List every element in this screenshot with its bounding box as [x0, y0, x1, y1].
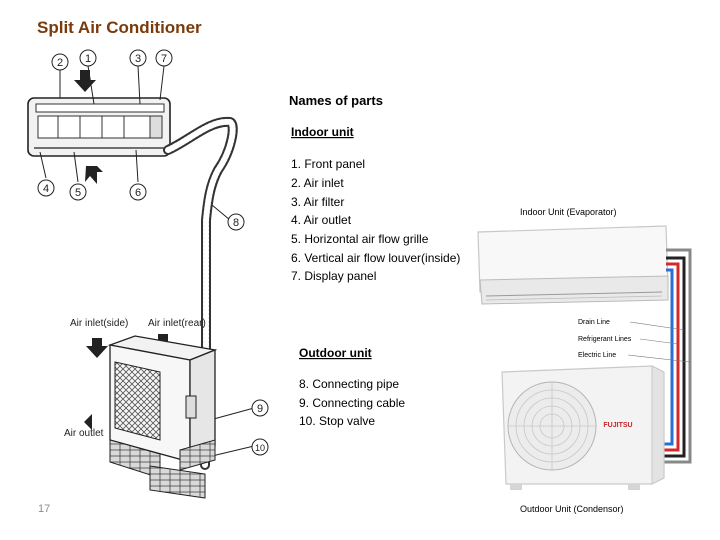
- part-item-6: 6. Vertical air flow louver(inside): [291, 251, 460, 265]
- outdoor-unit-heading: Outdoor unit: [299, 346, 372, 360]
- callout-6: 6: [129, 183, 147, 201]
- callout-4: 4: [37, 179, 55, 197]
- leader-lines: [39, 65, 255, 457]
- right-diagram: Indoor Unit (Evaporator) Drain Line Refr…: [477, 207, 692, 514]
- callout-3: 3: [129, 49, 147, 67]
- electric-line-label: Electric Line: [578, 352, 616, 359]
- air-outlet-label: Air outlet: [64, 428, 104, 439]
- indoor-unit-photo: [477, 225, 669, 305]
- part-item-9: 9. Connecting cable: [299, 396, 405, 410]
- svg-text:3: 3: [135, 53, 141, 65]
- fujitsu-logo: FUJITSU: [603, 422, 632, 429]
- part-item-3: 3. Air filter: [291, 195, 344, 209]
- slide-number: 17: [38, 503, 51, 515]
- refrigerant-hot-line: [664, 262, 680, 452]
- svg-text:6: 6: [135, 187, 141, 199]
- refrigerant-cold-line: [664, 268, 674, 446]
- drain-line-label: Drain Line: [578, 319, 610, 326]
- svg-text:10: 10: [255, 443, 265, 453]
- callout-9: 9: [251, 399, 269, 417]
- refrigerant-lines-label: Refrigerant Lines: [578, 336, 632, 343]
- callout-1: 1: [79, 49, 97, 67]
- part-item-5: 5. Horizontal air flow grille: [291, 232, 429, 246]
- parts-list: Names of parts Indoor unit 1. Front pane…: [289, 93, 460, 428]
- names-of-parts-heading: Names of parts: [289, 93, 383, 108]
- svg-text:5: 5: [75, 187, 81, 199]
- callout-10: 10: [251, 438, 269, 456]
- air-inlet-side-label: Air inlet(side): [70, 318, 128, 329]
- callout-7: 7: [155, 49, 173, 67]
- callout-2: 2: [51, 53, 69, 71]
- svg-text:4: 4: [43, 183, 49, 195]
- part-item-4: 4. Air outlet: [291, 213, 352, 227]
- drain-line: [664, 256, 686, 458]
- outdoor-unit-sketch: [107, 335, 218, 499]
- outdoor-unit-photo: FUJITSU: [501, 365, 665, 490]
- callout-markers: 1 2 3 4 5 6 7 8 9 10: [37, 49, 269, 456]
- outdoor-unit-label: Outdoor Unit (Condensor): [520, 504, 624, 514]
- connection-lines: [664, 248, 692, 464]
- electric-line: [664, 248, 692, 464]
- left-diagram-labels: Air inlet(side) Air inlet(rear) Air outl…: [64, 318, 206, 439]
- part-item-7: 7. Display panel: [291, 269, 376, 283]
- indoor-unit-sketch: [27, 97, 171, 157]
- svg-text:1: 1: [85, 53, 91, 65]
- part-item-8: 8. Connecting pipe: [299, 377, 399, 391]
- indoor-unit-label: Indoor Unit (Evaporator): [520, 207, 617, 217]
- svg-text:8: 8: [233, 217, 239, 229]
- svg-text:9: 9: [257, 403, 263, 415]
- slide-title: Split Air Conditioner: [37, 18, 202, 37]
- air-inlet-rear-label: Air inlet(rear): [148, 318, 206, 329]
- callout-5: 5: [69, 183, 87, 201]
- part-item-10: 10. Stop valve: [299, 414, 375, 428]
- svg-text:2: 2: [57, 57, 63, 69]
- callout-8: 8: [227, 213, 245, 231]
- part-item-2: 2. Air inlet: [291, 176, 344, 190]
- part-item-1: 1. Front panel: [291, 157, 365, 171]
- svg-text:7: 7: [161, 53, 167, 65]
- indoor-unit-heading: Indoor unit: [291, 125, 354, 139]
